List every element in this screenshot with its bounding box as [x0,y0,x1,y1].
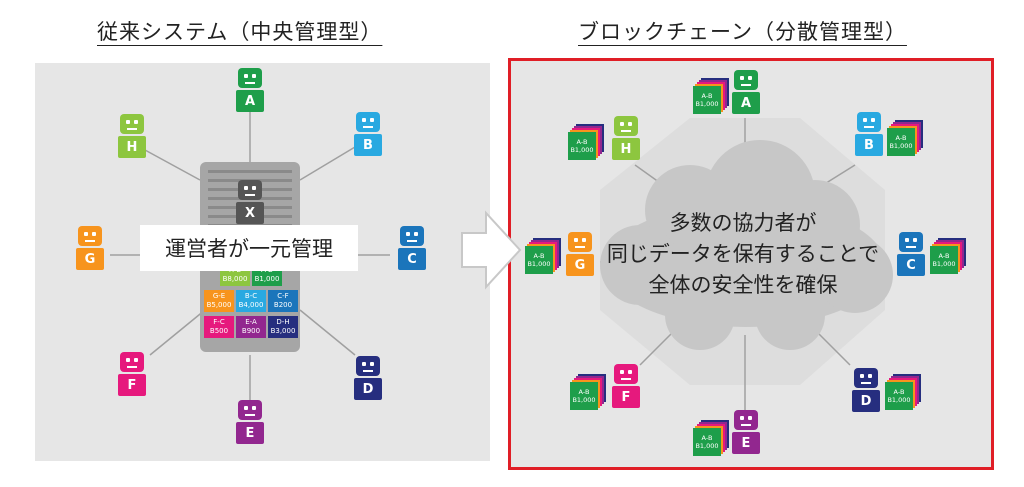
robot-head-icon [78,226,102,246]
robot-head-icon [238,180,262,200]
right-node-e: E [732,410,760,454]
right-node-a: A [732,70,760,114]
robot-head-icon [568,232,592,252]
robot-head-icon [356,356,380,376]
robot-head-icon [614,364,638,384]
robot-head-icon [857,112,881,132]
left-node-f: F [118,352,146,396]
left-title: 従来システム（中央管理型） [97,20,383,44]
robot-head-icon [614,116,638,136]
left-node-g: G [76,226,104,270]
robot-head-icon [899,232,923,252]
robot-head-icon [356,112,380,132]
robot-head-icon [734,70,758,90]
operator-callout: 運営者が一元管理 [140,225,358,271]
cloud-message: 多数の協力者が 同じデータを保有することで 全体の安全性を確保 [606,211,880,297]
right-node-b: B [855,112,883,156]
right-node-c: C [897,232,925,276]
right-node-f: F [612,364,640,408]
robot-head-icon [238,68,262,88]
robot-head-icon [120,114,144,134]
robot-head-icon [734,410,758,430]
right-node-d: D [852,368,880,412]
right-node-h: H [612,116,640,160]
robot-head-icon [238,400,262,420]
left-node-d: D [354,356,382,400]
node-x-label: X [236,202,264,224]
robot-head-icon [400,226,424,246]
left-node-b: B [354,112,382,156]
node-x: X [236,180,264,224]
right-title: ブロックチェーン（分散管理型） [578,20,907,44]
right-node-g: G [566,232,594,276]
left-node-h: H [118,114,146,158]
left-node-c: C [398,226,426,270]
left-node-a: A [236,68,264,112]
left-node-e: E [236,400,264,444]
robot-head-icon [120,352,144,372]
arrow-right-icon [461,210,522,290]
robot-head-icon [854,368,878,388]
